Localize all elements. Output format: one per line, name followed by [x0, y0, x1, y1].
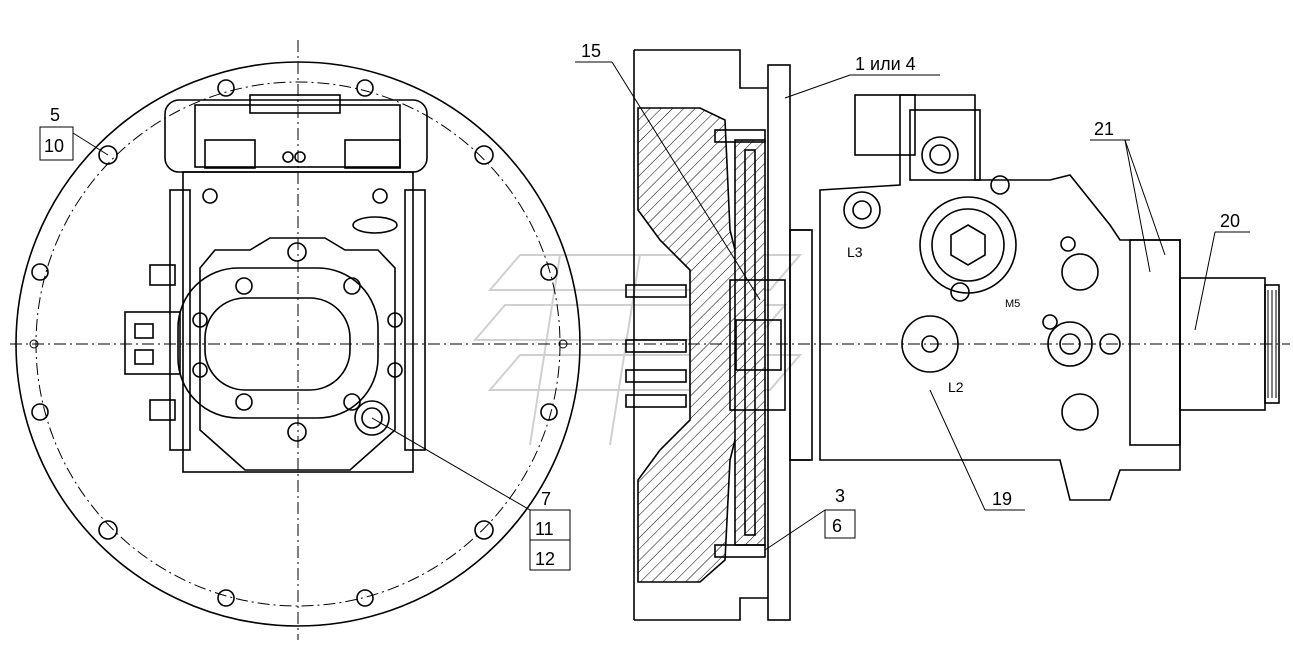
- callout-20: 20: [1220, 211, 1240, 231]
- front-view: [10, 40, 600, 640]
- callout-7: 7: [541, 489, 551, 509]
- bolt-holes: [29, 79, 568, 607]
- marking-l2: L2: [948, 379, 964, 395]
- callout-21: 21: [1094, 119, 1114, 139]
- section-view: [600, 49, 820, 621]
- callout-19: 19: [992, 489, 1012, 509]
- callout-10: 10: [44, 136, 64, 156]
- callout-1-or-4: 1 или 4: [855, 54, 916, 74]
- leader-lines: [39, 61, 1250, 571]
- central-hex-plug: [919, 196, 1017, 294]
- callout-6: 6: [832, 516, 842, 536]
- hub-bolts: [625, 129, 766, 558]
- side-view: [819, 94, 1290, 501]
- callout-3: 3: [835, 486, 845, 506]
- callout-15: 15: [581, 41, 601, 61]
- callout-12: 12: [535, 549, 555, 569]
- callout-5: 5: [50, 105, 60, 125]
- marking-l3: L3: [847, 244, 863, 260]
- port-bolts: [192, 242, 403, 442]
- callout-11: 11: [535, 519, 554, 539]
- marking-m5: M5: [1005, 298, 1020, 310]
